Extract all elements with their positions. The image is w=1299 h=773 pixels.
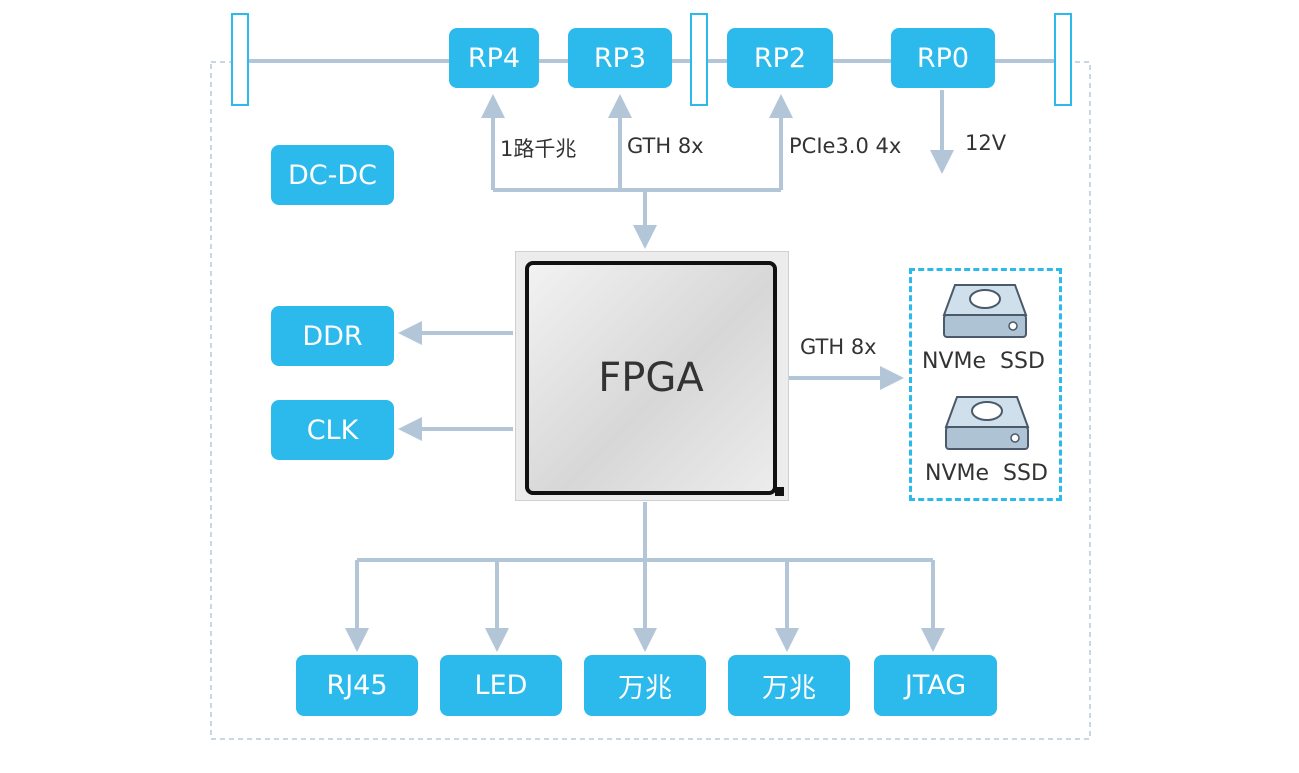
clk-block: CLK [271, 400, 394, 460]
ssd-drive-icon [944, 396, 1030, 450]
gigabit-link-label: 1路千兆 [500, 137, 577, 161]
ssd-2-label: NVMe SSD [925, 461, 1048, 486]
rp0-block: RP0 [891, 28, 995, 88]
fpga-label: FPGA [598, 355, 704, 401]
rj45-block: RJ45 [296, 655, 418, 716]
ssd-drive-icon [942, 284, 1028, 338]
dcdc-block: DC-DC [271, 145, 394, 205]
fpga-pin1-marker [775, 487, 784, 496]
top-connectors [481, 90, 954, 249]
fpga-chip: FPGA [515, 251, 789, 501]
fpga-die: FPGA [525, 261, 777, 495]
rp2-block: RP2 [727, 28, 833, 88]
connector-bar-2 [690, 13, 708, 106]
ssd-group [909, 268, 1062, 501]
left-connectors [398, 321, 513, 441]
connector-bar-3 [1054, 13, 1072, 106]
bottom-connectors [345, 502, 945, 652]
ssd-1-label: NVMe SSD [922, 349, 1045, 374]
rp3-block: RP3 [568, 28, 672, 88]
gth-right-label: GTH 8x [800, 335, 877, 359]
tengig-1-block: 万兆 [584, 655, 706, 716]
power-12v-label: 12V [965, 131, 1007, 155]
rp4-block: RP4 [449, 28, 539, 88]
gth-top-label: GTH 8x [627, 134, 704, 158]
tengig-2-block: 万兆 [728, 655, 850, 716]
board-outline [210, 61, 1091, 740]
pcie-link-label: PCIe3.0 4x [789, 134, 902, 158]
jtag-block: JTAG [874, 655, 997, 716]
led-block: LED [440, 655, 562, 716]
connector-bar-1 [231, 13, 249, 106]
ddr-block: DDR [271, 306, 394, 366]
